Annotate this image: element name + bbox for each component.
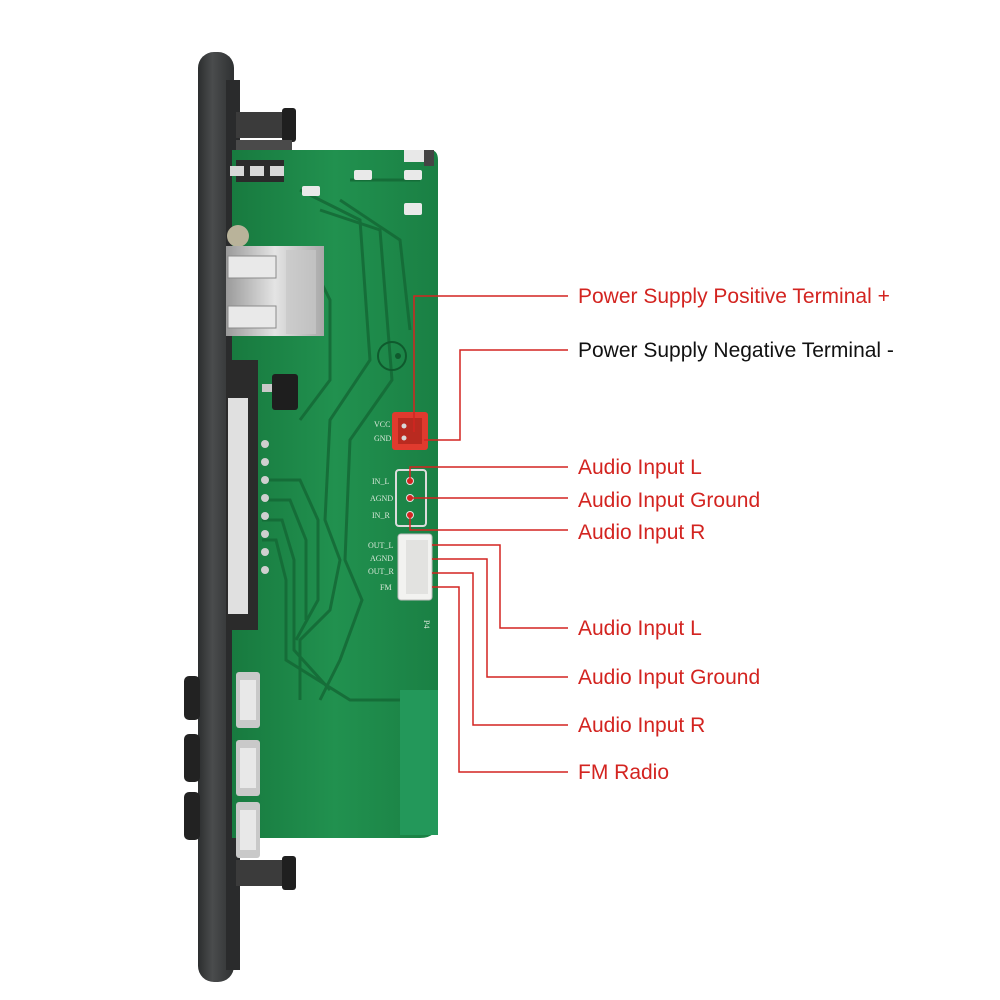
silk-out-l: OUT_L	[368, 541, 393, 550]
silk-agnd-out: AGND	[370, 554, 393, 563]
silk-out-r: OUT_R	[368, 567, 394, 576]
sd-card-slot	[226, 360, 258, 630]
dot-audio-in-ground	[407, 495, 413, 501]
leader-audio-out-l	[432, 544, 568, 629]
dot-audio-in-r	[407, 512, 413, 518]
leader-lines	[409, 295, 568, 773]
leader-audio-out-r	[432, 572, 568, 726]
label-power-negative: Power Supply Negative Terminal -	[578, 339, 894, 362]
label-audio-in-ground: Audio Input Ground	[578, 489, 761, 512]
silk-vcc: VCC	[374, 420, 390, 429]
leader-audio-in-l	[409, 466, 568, 481]
silk-in-r: IN_R	[372, 511, 390, 520]
silk-fm: FM	[380, 583, 392, 592]
silk-p4: P4	[422, 620, 431, 628]
label-audio-out-r: Audio Input R	[578, 714, 706, 737]
side-pin-row	[261, 440, 269, 574]
power-connector	[392, 412, 428, 450]
label-power-positive: Power Supply Positive Terminal +	[578, 285, 890, 308]
label-audio-out-ground: Audio Input Ground	[578, 666, 761, 689]
silk-in-l: IN_L	[372, 477, 389, 486]
leader-fm-radio	[432, 586, 568, 773]
label-fm-radio: FM Radio	[578, 761, 670, 784]
dot-audio-in-l	[407, 478, 413, 484]
transistor	[262, 374, 298, 410]
tactile-buttons	[236, 672, 260, 858]
audio-output-connector	[397, 533, 433, 601]
leader-audio-out-ground	[432, 558, 568, 678]
silk-gnd: GND	[374, 434, 392, 443]
usb-port	[226, 225, 324, 336]
leader-audio-in-r	[409, 515, 568, 531]
leader-power-negative	[424, 349, 568, 441]
label-audio-out-l: Audio Input L	[578, 617, 702, 640]
leader-power-positive	[413, 295, 568, 432]
silk-agnd-in: AGND	[370, 494, 393, 503]
label-audio-in-l: Audio Input L	[578, 456, 702, 479]
header-pins	[230, 160, 284, 182]
label-audio-in-r: Audio Input R	[578, 521, 706, 544]
